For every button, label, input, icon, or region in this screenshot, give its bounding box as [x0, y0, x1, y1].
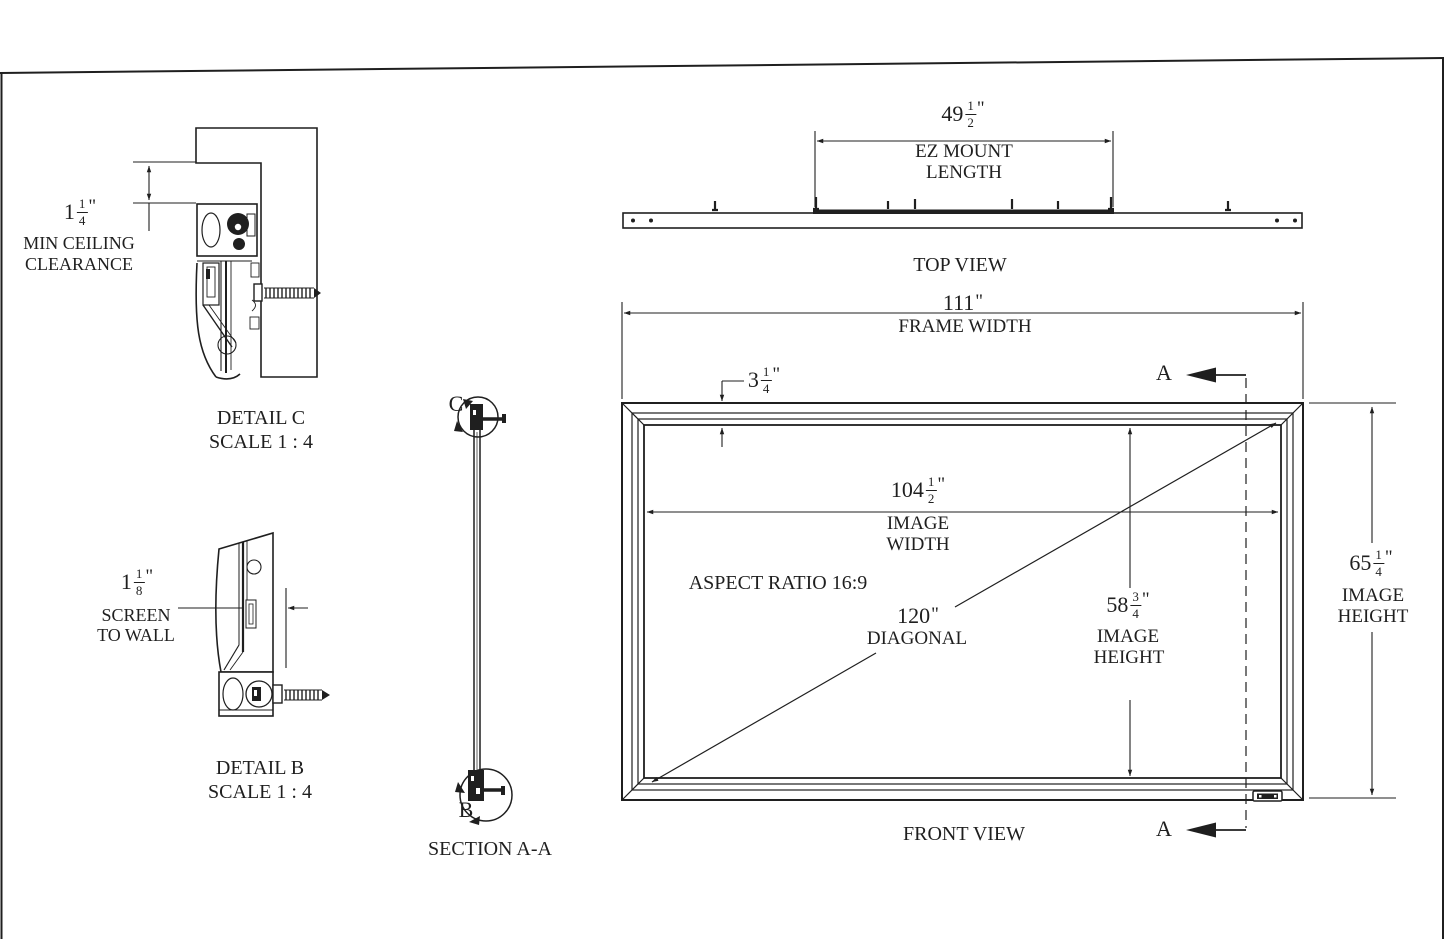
diagonal-line	[651, 422, 1277, 783]
section-label-a-top: A	[1156, 360, 1172, 385]
bracket-housing	[196, 203, 258, 257]
ez-mount-dimension	[814, 131, 1114, 207]
detail-b-label-line2: TO WALL	[97, 625, 175, 645]
frame-bevel-edge	[631, 412, 1294, 791]
sheet-border	[0, 57, 1445, 939]
aspect-ratio-label: ASPECT RATIO 16:9	[688, 572, 868, 594]
bottom-bracket-section	[468, 770, 505, 801]
mitre-corners	[621, 402, 1304, 801]
detail-c-drawing	[133, 127, 321, 380]
screen-frame	[621, 402, 1304, 801]
ez-mount-label-line1: EZ MOUNT	[915, 141, 1013, 162]
detail-c-callout-circle	[457, 396, 499, 438]
detail-b-label-line1: SCREEN	[101, 605, 171, 625]
mounting-holes	[631, 218, 1297, 223]
diagonal-dimension-text: 120"	[897, 603, 939, 628]
detail-c-caption: DETAIL C	[216, 407, 306, 429]
frame-width-dimension	[621, 302, 1304, 399]
diagonal-label: DIAGONAL	[866, 628, 968, 649]
screen-image-area	[643, 424, 1282, 779]
detail-c-label-line1: MIN CEILING	[23, 233, 135, 253]
section-arrow-bottom	[1186, 822, 1216, 838]
ez-mount-label-line2: LENGTH	[926, 162, 1002, 183]
wall-ceiling-outline	[195, 127, 318, 378]
detail-c-label-line2: CLEARANCE	[25, 254, 133, 274]
callout-letter-c: C	[448, 391, 464, 416]
frame-height-dimension	[1309, 402, 1396, 799]
section-aa-caption: SECTION A-A	[428, 838, 552, 860]
front-view-caption: FRONT VIEW	[902, 823, 1026, 845]
detail-b-callout-circle	[459, 768, 513, 822]
section-arrow-top	[1186, 367, 1216, 383]
callout-letter-b: B	[458, 797, 474, 822]
section-cut-line	[1186, 367, 1247, 838]
detail-b-caption: DETAIL B	[215, 757, 305, 779]
image-height-label-line2: HEIGHT	[1093, 647, 1165, 668]
detail-c-scale: SCALE 1 : 4	[209, 431, 313, 453]
ez-mount-bracket	[813, 209, 1114, 214]
front-view-drawing	[621, 302, 1396, 838]
top-bracket-section	[470, 404, 506, 430]
screen-panel-outline	[215, 531, 274, 673]
badge-logo	[1252, 790, 1283, 802]
frame-width-dimension-text: 111"	[942, 290, 984, 315]
frame-width-label: FRAME WIDTH	[898, 316, 1032, 337]
ceiling-clearance-dimension	[133, 161, 196, 231]
frame-outer-edge	[621, 402, 1304, 801]
image-height-label-line1: IMAGE	[1096, 626, 1160, 647]
image-width-label-line1: IMAGE	[886, 513, 950, 534]
frame-inner-lip	[637, 418, 1288, 785]
border-width-dimension	[719, 380, 744, 447]
top-view-bar	[622, 212, 1303, 229]
section-aa-drawing	[454, 396, 513, 825]
top-view-caption: TOP VIEW	[913, 254, 1007, 276]
frame-height-label-line2: HEIGHT	[1337, 606, 1409, 627]
detail-b-drawing	[178, 531, 330, 717]
frame-height-label-line1: IMAGE	[1341, 585, 1405, 606]
section-label-a-bottom: A	[1156, 816, 1172, 841]
bracket-tabs	[712, 197, 1231, 212]
lag-screw-icon	[253, 283, 321, 302]
top-view-drawing	[622, 131, 1303, 229]
lag-screw-icon	[272, 684, 330, 704]
detail-b-scale: SCALE 1 : 4	[208, 781, 312, 803]
image-width-label-line2: WIDTH	[886, 534, 950, 555]
screen-to-wall-dimension	[178, 588, 308, 668]
